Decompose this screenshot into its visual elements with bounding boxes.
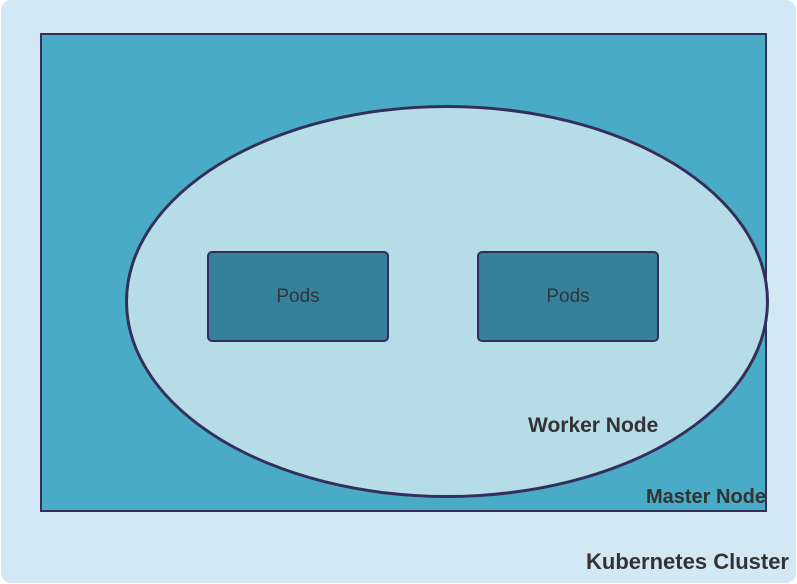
pod-box-2: Pods	[477, 251, 659, 342]
worker-node-ellipse: Pods Pods Worker Node	[125, 105, 769, 498]
worker-node-label: Worker Node	[528, 414, 659, 437]
master-node-label: Master Node	[645, 486, 766, 508]
pod-box-1: Pods	[207, 251, 389, 342]
master-node-box: Pods Pods Worker Node Master Node	[40, 33, 769, 512]
cluster-label: Kubernetes Cluster	[586, 549, 789, 574]
pod-label-2: Pods	[546, 285, 590, 307]
pod-label-1: Pods	[276, 285, 320, 307]
